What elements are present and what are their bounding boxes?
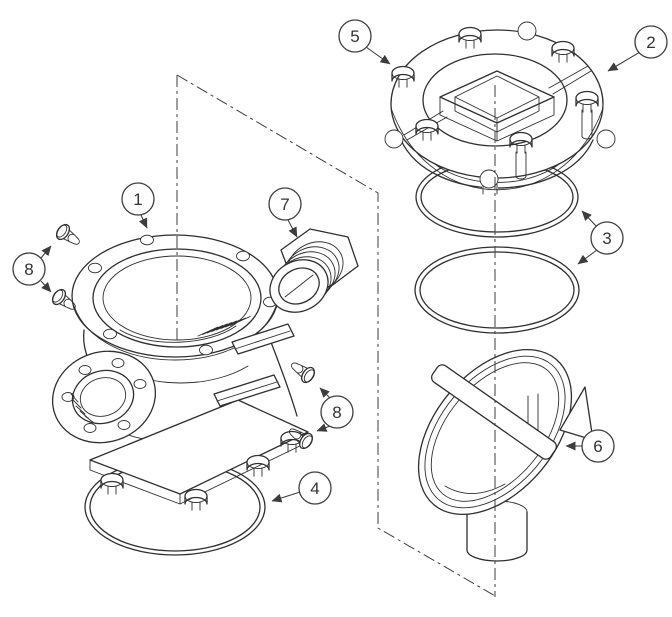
callout-circle — [581, 429, 615, 463]
callout-circle — [590, 221, 624, 255]
callout-number: 5 — [350, 27, 359, 46]
callout-circle — [320, 395, 354, 429]
center-boss — [403, 65, 592, 142]
flange-bolt — [100, 472, 124, 495]
callout-4: 4 — [271, 471, 332, 505]
callout-circle — [121, 182, 155, 216]
housing-body — [51, 234, 309, 556]
callout-circle — [298, 471, 332, 505]
callout-number: 2 — [646, 33, 655, 52]
centerlines — [176, 74, 498, 598]
callout-number: 3 — [602, 229, 611, 248]
callout-number: 6 — [593, 437, 602, 456]
callout-1: 1 — [121, 182, 155, 229]
callout-7: 7 — [268, 187, 302, 238]
top-flange — [71, 234, 279, 361]
callout-number: 1 — [133, 190, 142, 209]
callout-circle — [268, 187, 302, 221]
callout-circle — [634, 25, 668, 59]
flange-bolt — [184, 488, 208, 511]
callout-2: 2 — [607, 25, 668, 72]
callout-8-right: 8 — [316, 387, 354, 432]
callouts: 1 2 3 4 5 6 7 — [12, 19, 668, 505]
callout-5: 5 — [338, 19, 391, 65]
callout-6: 6 — [565, 429, 615, 463]
side-port — [51, 350, 157, 444]
callout-number: 4 — [310, 479, 319, 498]
callout-number: 7 — [280, 195, 289, 214]
top-cover — [384, 21, 616, 195]
o-ring-lower — [414, 246, 580, 334]
callout-circle — [338, 19, 372, 53]
callout-circle — [12, 252, 46, 286]
screw — [286, 356, 318, 386]
screw — [53, 221, 85, 251]
bushing-nut — [269, 228, 359, 313]
callout-3: 3 — [577, 210, 624, 265]
callout-number: 8 — [24, 260, 33, 279]
callout-8-left: 8 — [12, 245, 52, 293]
bail-handle — [430, 364, 558, 460]
callout-number: 8 — [332, 403, 341, 422]
